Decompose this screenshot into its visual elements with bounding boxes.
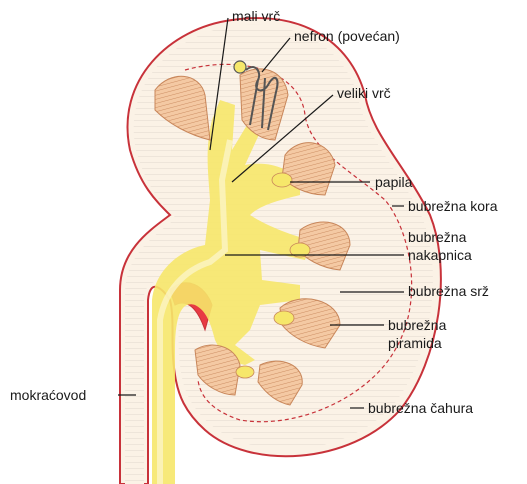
label-mali-vrc: mali vrč — [232, 8, 280, 24]
label-piramida-2: piramida — [388, 335, 442, 351]
label-nefron: nefron (povećan) — [294, 28, 400, 44]
label-piramida-1: bubrežna — [388, 317, 447, 333]
label-srz: bubrežna srž — [408, 283, 489, 299]
label-nakapnica-1: bubrežna — [408, 229, 467, 245]
label-veliki-vrc: veliki vrč — [337, 85, 391, 101]
label-kora: bubrežna kora — [408, 198, 498, 214]
label-mokracovod: mokraćovod — [10, 387, 86, 403]
label-cahura: bubrežna čahura — [368, 400, 473, 416]
label-nakapnica-2: nakapnica — [408, 247, 472, 263]
label-papila: papila — [375, 174, 413, 190]
